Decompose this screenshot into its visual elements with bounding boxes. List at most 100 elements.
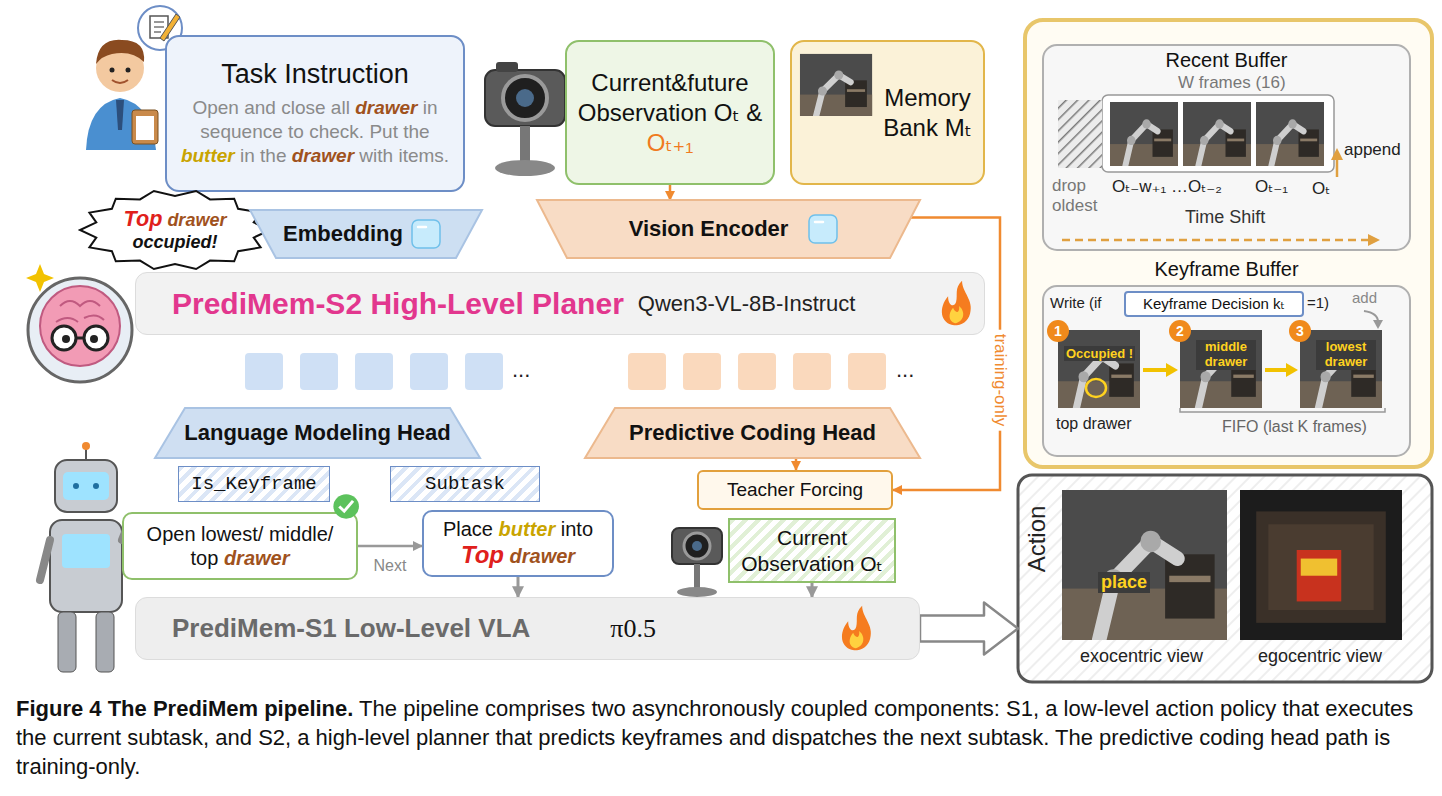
token-squares [848, 353, 886, 390]
token-squares [300, 353, 338, 390]
brain-astronaut-icon [26, 264, 132, 382]
node-text: Keyframe Decision kₜ [1143, 295, 1285, 313]
brain-astronaut-icon [76, 337, 84, 340]
output-token-box: Subtask [390, 466, 540, 502]
camera-icon [485, 62, 565, 176]
node-text: Recent Buffer [1166, 49, 1288, 72]
node-text: Place butter into Top drawer [434, 517, 602, 570]
annotation-label: FIFO (last K frames) [1222, 418, 1367, 436]
connector-arrow [669, 185, 672, 200]
head-block: Language Modeling Head [155, 408, 480, 458]
callout-burst: Top drawer occupied! [80, 190, 270, 270]
append-arrow [1336, 158, 1339, 177]
annotation-label: egocentric view [1258, 646, 1382, 667]
observation-box: Current&future Observation Oₜ & Oₜ₊₁ [565, 40, 775, 185]
node-shape [842, 606, 871, 651]
annotation-label: add [1352, 289, 1377, 306]
memory-panel [1025, 20, 1432, 467]
robot-icon [40, 442, 130, 672]
recent-buffer-panel [1043, 45, 1410, 250]
planner-band: PrediMem-S2 High-Level PlanerQwen3-VL-8B… [135, 272, 985, 335]
person-icon [110, 68, 115, 73]
node-text: Subtask [425, 473, 505, 495]
frame-image [1256, 102, 1324, 166]
node-shape [842, 606, 871, 651]
node-text: Vision Encoder [629, 216, 829, 242]
teacher-forcing-box: Teacher Forcing [697, 470, 893, 510]
node-text: Current&future Observation Oₜ & Oₜ₊₁ [575, 68, 765, 158]
robot-icon [82, 442, 90, 450]
camera-icon [672, 528, 722, 564]
brain-astronaut-icon [26, 264, 54, 292]
token-squares [628, 353, 666, 390]
output-token-box: Is_Keyframe [178, 466, 330, 502]
node-text: Task Instruction [221, 59, 409, 90]
node-shape [418, 226, 426, 229]
arrowhead [1373, 320, 1383, 329]
token-squares [793, 353, 831, 390]
policy-band: PrediMem-S1 Low-Level VLA π0.5 [135, 597, 920, 660]
highlight-word: Oₜ₊₁ [647, 129, 694, 156]
fifo-bracket [1180, 408, 1385, 412]
camera-icon [684, 533, 710, 559]
person-icon [132, 110, 158, 144]
brain-astronaut-icon [40, 286, 120, 366]
node-shape [333, 494, 359, 518]
keyframe-buffer-panel [1043, 286, 1410, 456]
node-text: Teacher Forcing [727, 479, 863, 501]
brain-astronaut-icon [62, 335, 70, 343]
annotation-label: Occupied ! [1064, 346, 1135, 361]
annotation-label: Time Shift [1185, 207, 1265, 228]
annotation-label: 1 [1047, 320, 1069, 342]
person-icon [116, 100, 124, 130]
node-text: Keyframe Buffer [1154, 258, 1298, 281]
token-squares [355, 353, 393, 390]
annotation-label: Oₜ [1312, 178, 1330, 199]
node-text: π0.5 [610, 614, 656, 644]
arrowhead [1331, 148, 1343, 160]
node-text: Top drawer occupied! [118, 206, 232, 254]
highlight-word: drawer [292, 145, 354, 166]
connector-arrow [811, 583, 814, 597]
edge-label: Next [372, 557, 409, 575]
node-text: Current Observation Oₜ [736, 525, 888, 575]
person-icon [126, 68, 131, 73]
camera-icon [485, 70, 565, 126]
node-shape [800, 54, 872, 116]
annotation-label: Oₜ₋w₊₁ …Oₜ₋₂ [1112, 176, 1222, 197]
node-text: PrediMem-S1 Low-Level VLA [172, 613, 530, 644]
annotation-label: 3 [1289, 320, 1311, 342]
annotation-label: lowest drawer [1316, 340, 1376, 370]
arrowhead [1166, 363, 1178, 377]
camera-icon [503, 76, 547, 120]
connector-arrow [517, 577, 520, 597]
robot-icon [58, 612, 76, 672]
node-shape [850, 631, 864, 648]
action-panel [1018, 475, 1432, 682]
node-shape [942, 281, 971, 326]
node-shape [585, 408, 920, 458]
keyframe-image [1180, 330, 1262, 408]
edge-label: training-only [990, 330, 1010, 431]
highlight-word: drawer [510, 545, 576, 567]
node-shape [339, 501, 353, 511]
annotation-label: Write (if [1050, 294, 1101, 311]
annotation-label: place [1098, 572, 1150, 593]
robot-icon [40, 540, 50, 580]
annotation-label: 2 [1169, 320, 1191, 342]
node-text: Open and close all drawer in sequence to… [179, 96, 451, 167]
node-shape [537, 200, 920, 258]
vision-encoder-block: Vision Encoder [537, 200, 920, 258]
frame-image [1110, 102, 1178, 166]
frame-image [1183, 102, 1251, 166]
node-shape [250, 210, 482, 258]
camera-icon [677, 587, 717, 597]
camera-icon [496, 62, 518, 72]
camera-icon [692, 541, 702, 551]
node-shape [950, 306, 964, 323]
annotation-label: middle drawer [1196, 340, 1256, 370]
node-text: Is_Keyframe [191, 473, 316, 495]
node-shape [809, 215, 837, 243]
highlight-word: butter [499, 518, 556, 540]
